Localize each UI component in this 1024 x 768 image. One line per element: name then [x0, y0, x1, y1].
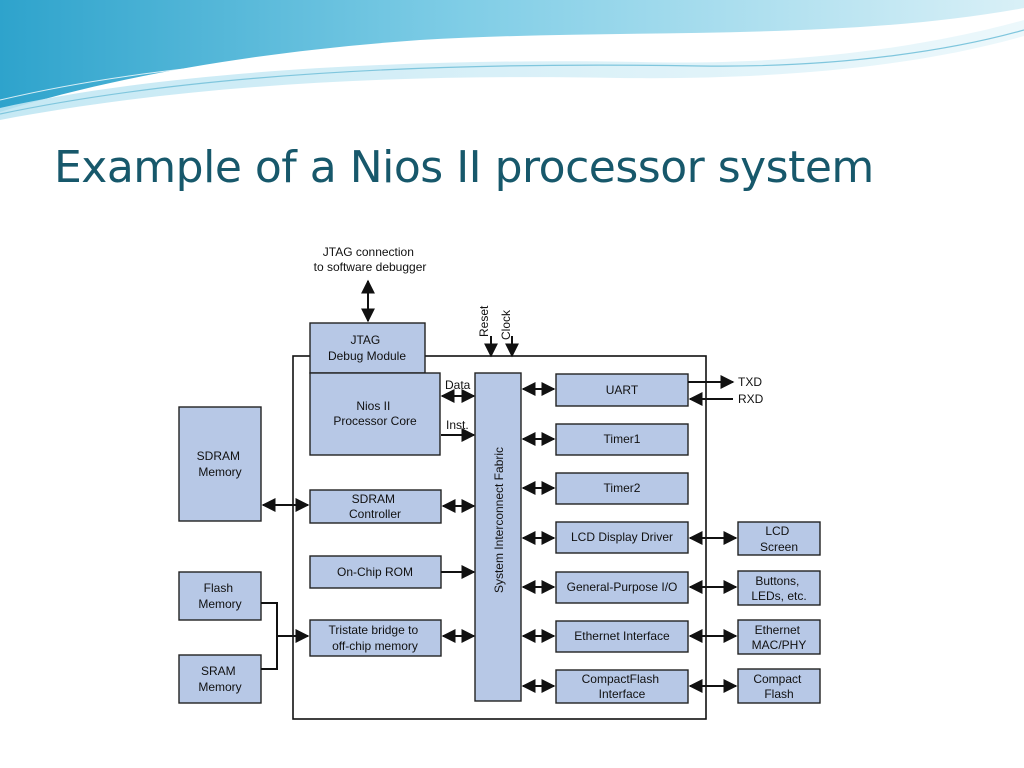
external-memory-bus — [261, 602, 278, 670]
uart-label: UART — [606, 383, 639, 397]
ethernet-interface — [555, 620, 689, 653]
lcd-screen — [737, 521, 821, 556]
timer1 — [555, 423, 689, 456]
compact-flash-card-label: Compact Flash — [753, 672, 804, 701]
nios-processor-core — [309, 372, 441, 456]
jtag-debug-module — [309, 322, 426, 374]
timer2-label: Timer2 — [604, 481, 641, 495]
sdram-memory — [178, 406, 262, 522]
rxd-label: RXD — [738, 392, 764, 406]
lcd-screen-label: LCD Screen — [760, 524, 798, 554]
header-wave-decoration — [0, 0, 1024, 120]
lcd-display-driver — [555, 521, 689, 554]
general-purpose-io-label: General-Purpose I/O — [567, 580, 678, 594]
onchip-rom — [309, 555, 442, 589]
onchip-rom-label: On-Chip ROM — [337, 565, 413, 579]
txd-label: TXD — [738, 375, 762, 389]
lcd-display-driver-label: LCD Display Driver — [571, 530, 673, 544]
ethernet-mac-phy-label: Ethernet MAC/PHY — [752, 623, 807, 652]
timer1-label: Timer1 — [604, 432, 641, 446]
flash-memory — [178, 571, 262, 621]
timer2 — [555, 472, 689, 505]
system-interconnect-fabric-label: System Interconnect Fabric — [492, 447, 506, 593]
general-purpose-io — [555, 571, 689, 604]
clock-label: Clock — [499, 309, 513, 340]
jtag-connection-label: JTAG connection to software debugger — [314, 245, 427, 274]
ethernet-mac-phy — [737, 619, 821, 655]
ethernet-interface-label: Ethernet Interface — [574, 629, 670, 643]
reset-label: Reset — [477, 305, 491, 337]
sdram-controller-label: SDRAM Controller — [349, 492, 401, 521]
system-interconnect-fabric — [474, 372, 522, 702]
data-label: Data — [445, 378, 471, 392]
sram-memory — [178, 654, 262, 704]
inst-label: Inst. — [446, 418, 469, 432]
sram-memory-label: SRAM Memory — [198, 664, 241, 694]
buttons-leds-label: Buttons, LEDs, etc. — [751, 574, 806, 603]
compact-flash-card — [737, 668, 821, 704]
buttons-leds — [737, 570, 821, 606]
uart — [555, 373, 689, 407]
compactflash-interface-label: CompactFlash Interface — [582, 672, 663, 701]
jtag-debug-module-label: JTAG Debug Module — [328, 333, 406, 363]
slide-title: Example of a Nios II processor system — [54, 142, 874, 193]
tristate-bridge — [309, 619, 442, 657]
flash-memory-label: Flash Memory — [198, 581, 241, 611]
sdram-controller — [309, 489, 442, 524]
compactflash-interface — [555, 669, 689, 704]
nios-processor-core-label: Nios II Processor Core — [333, 399, 417, 428]
sdram-memory-label: SDRAM Memory — [197, 449, 244, 479]
tristate-bridge-label: Tristate bridge to off-chip memory — [329, 623, 422, 653]
